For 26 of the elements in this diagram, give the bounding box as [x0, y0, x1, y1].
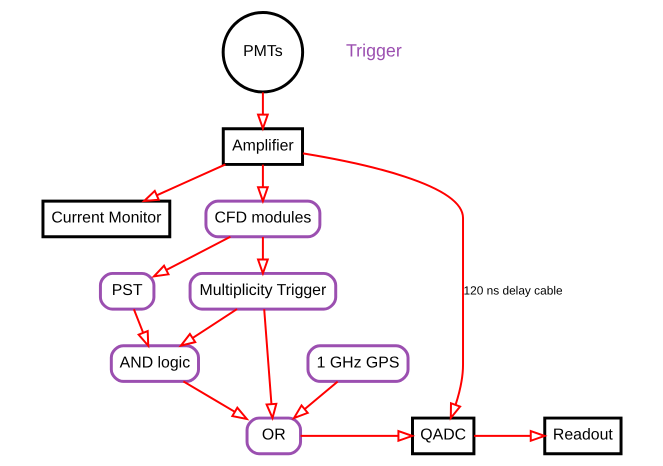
node-box: QADC [410, 416, 475, 456]
arrow [256, 92, 269, 132]
edge-label: 120 ns delay cable [463, 283, 562, 298]
node-box: Readout [542, 416, 622, 456]
node-box: Amplifier [221, 127, 304, 166]
arrow [256, 236, 269, 276]
arrow [291, 380, 338, 420]
arrow [262, 309, 278, 421]
node-box: 1 GHz GPS [306, 344, 410, 383]
arrow [178, 308, 238, 348]
node-box: Current Monitor [40, 200, 171, 238]
arrow [302, 152, 464, 421]
node-box: PST [98, 272, 155, 311]
node-box: Multiplicity Trigger [188, 272, 337, 311]
arrow [182, 380, 249, 420]
node-box: OR [245, 416, 302, 456]
arrow [150, 236, 230, 278]
label: Trigger [345, 40, 402, 61]
arrow [300, 430, 415, 442]
node-circle: PMTs [221, 10, 304, 94]
node-box: CFD modules [204, 200, 321, 238]
arrow [132, 308, 149, 348]
arrow [140, 164, 226, 202]
arrow [474, 430, 548, 442]
node-box: AND logic [109, 344, 200, 383]
arrow [256, 164, 269, 204]
